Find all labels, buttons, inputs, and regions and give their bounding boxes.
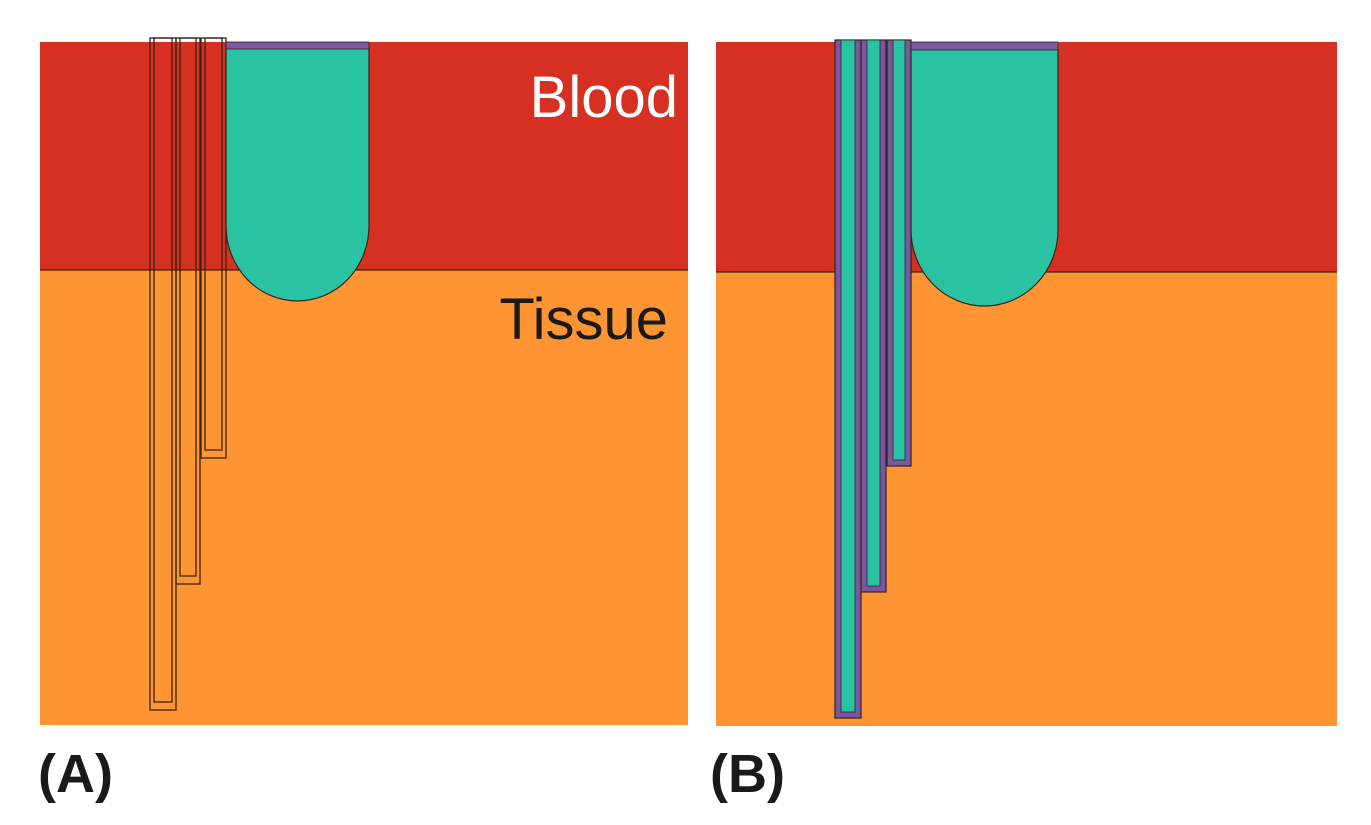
panel-a-tissue-region <box>40 270 688 725</box>
panel-a-catheter <box>225 47 370 302</box>
tissue-label: Tissue <box>499 287 668 352</box>
panel-a-label: (A) <box>38 744 113 804</box>
blood-label: Blood <box>530 65 678 130</box>
panel-b-catheter-cap <box>910 41 1059 51</box>
panel-b-electrode-mid-core <box>866 39 881 587</box>
panel-a-electrode-short-inner <box>204 37 223 451</box>
panel-a: Blood Tissue (A) <box>38 37 688 804</box>
panel-b-tissue-region <box>716 272 1337 726</box>
panel-b-electrode-long-core <box>840 39 856 713</box>
panel-a-electrode-long-inner <box>153 37 173 703</box>
panel-b: (B) <box>710 39 1337 804</box>
panel-a-electrode-mid-inner <box>179 37 197 577</box>
panel-a-electrodes <box>149 37 227 711</box>
panel-b-electrodes <box>834 39 912 719</box>
panel-b-label: (B) <box>710 744 785 804</box>
panel-a-catheter-cap <box>225 41 370 50</box>
panel-b-catheter <box>910 48 1059 307</box>
panel-b-electrode-short-core <box>892 39 906 461</box>
